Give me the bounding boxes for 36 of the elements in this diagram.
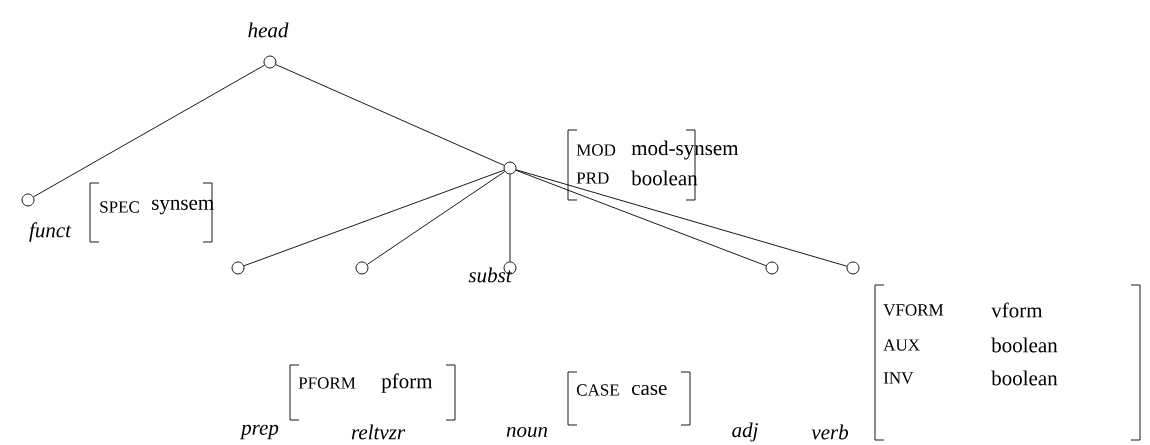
type-label: noun xyxy=(506,426,548,438)
feature-value: boolean xyxy=(991,337,1058,353)
tree-node xyxy=(765,261,779,275)
type-label: funct xyxy=(29,222,72,242)
feature-value: boolean xyxy=(991,370,1058,386)
tree-edge xyxy=(366,171,506,265)
tree-node xyxy=(231,261,245,275)
type-label: prep xyxy=(239,424,279,440)
feature-name: PRD xyxy=(576,172,609,184)
feature-value: case xyxy=(632,384,667,396)
tree-edge xyxy=(33,64,265,198)
tree-edge xyxy=(509,174,511,262)
feature-value: boolean xyxy=(631,170,698,186)
tree-edge xyxy=(275,64,505,166)
feature-name: AUX xyxy=(883,339,920,351)
type-label: verb xyxy=(811,424,849,440)
feature-value: synsem xyxy=(152,199,214,215)
type-label: subst xyxy=(468,267,512,283)
type-label: head xyxy=(248,22,289,38)
tree-edge xyxy=(243,169,505,267)
tree-node xyxy=(355,261,369,275)
feature-name: VFORM xyxy=(883,304,944,316)
feature-name: SPEC xyxy=(100,201,139,213)
feature-name: CASE xyxy=(576,384,619,396)
tree-node xyxy=(846,261,860,275)
tree-edge xyxy=(515,169,848,267)
feature-name: MOD xyxy=(576,144,616,156)
tree-edge xyxy=(515,169,767,267)
tree-node xyxy=(503,161,517,175)
feature-value: vform xyxy=(991,302,1043,318)
type-label: adj xyxy=(732,422,758,442)
feature-value: mod-synsem xyxy=(631,140,739,160)
feature-value: pform xyxy=(381,373,433,393)
type-label: reltvzr xyxy=(351,424,406,440)
feature-name: PFORM xyxy=(298,377,356,389)
feature-name: INV xyxy=(883,372,914,384)
